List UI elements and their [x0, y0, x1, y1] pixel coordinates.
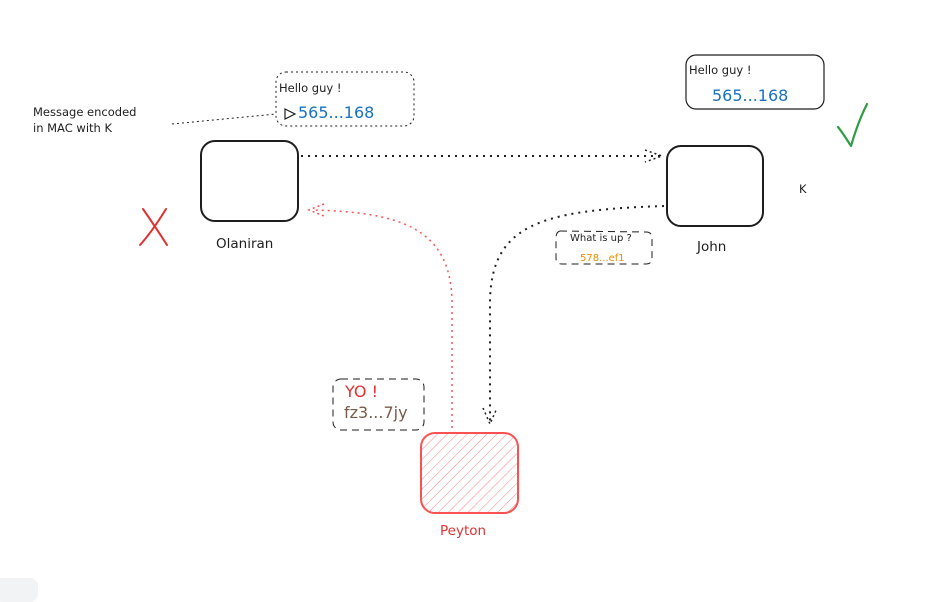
john-reply-bubble-top: [559, 230, 647, 233]
peyton-label: Peyton: [440, 523, 487, 539]
john-reply-mac: 578...ef1: [580, 253, 625, 264]
arrow-head-to-olaniran: [306, 203, 325, 217]
annotation-line-2: in MAC with K: [33, 121, 113, 135]
olaniran-message-bubble: [275, 71, 415, 127]
john-label: John: [697, 239, 727, 255]
olaniran-message-text: Hello guy !: [279, 81, 342, 95]
john-message-mac: 565...168: [712, 86, 789, 105]
john-node[interactable]: [666, 145, 764, 227]
olaniran-node[interactable]: [200, 140, 299, 222]
arrow-head-to-john: [644, 149, 665, 163]
peyton-forged-bubble: [332, 378, 425, 431]
john-reply-text: What is up ?: [570, 233, 632, 244]
arrow-peyton-to-olaniran: [311, 209, 453, 428]
arrow-head-to-peyton: [482, 407, 498, 426]
olaniran-label: Olaniran: [216, 236, 274, 252]
annotation-line-1: Message encoded: [33, 105, 137, 119]
john-message-bubble: [685, 54, 825, 110]
canvas-corner-tab: [0, 578, 38, 602]
cross-mark-icon: [139, 208, 168, 246]
peyton-forged-text: YO !: [345, 382, 378, 401]
key-label: K: [799, 182, 807, 196]
peyton-node[interactable]: [420, 432, 519, 514]
send-arrow-icon: [284, 108, 297, 120]
check-mark-icon: [836, 102, 869, 148]
john-reply-bubble: [555, 230, 653, 265]
arrow-john-to-peyton: [489, 205, 665, 422]
annotation-leader-line: [171, 113, 277, 125]
peyton-forged-mac: fz3...7jy: [344, 403, 408, 422]
olaniran-message-mac: 565...168: [298, 103, 375, 122]
john-message-text: Hello guy !: [689, 63, 752, 77]
